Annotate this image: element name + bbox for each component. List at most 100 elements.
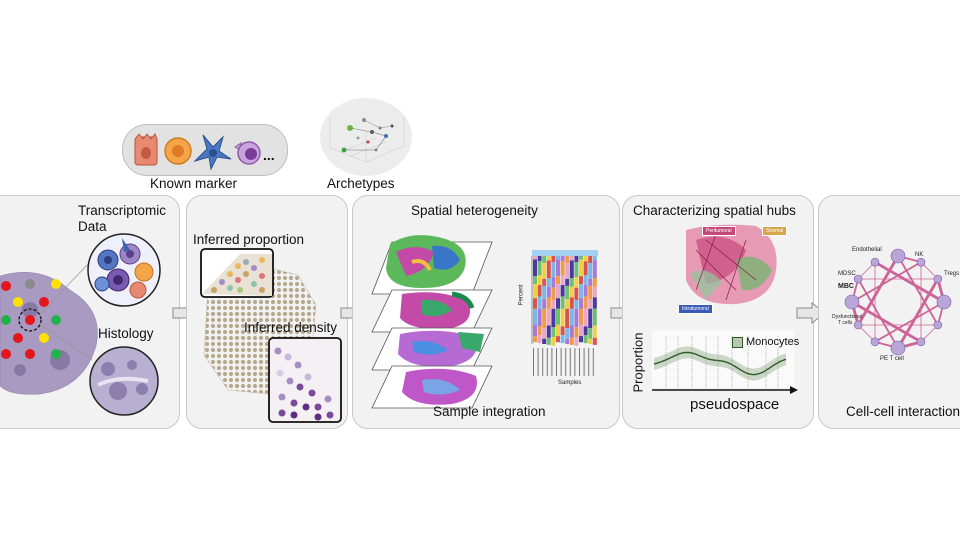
bar-segment: [593, 260, 597, 278]
bar-segment: [593, 278, 597, 287]
bar-segment: [565, 286, 569, 299]
epithelial-cell-icon: [135, 134, 157, 165]
bar-segment: [588, 279, 592, 286]
sample-tick: [565, 348, 566, 376]
archetypes-label: Archetypes: [327, 176, 395, 191]
network-node: [917, 338, 925, 346]
bar-segment: [584, 326, 588, 335]
bar-segment: [570, 326, 574, 338]
bar-segment: [538, 335, 542, 343]
bar-segment: [533, 284, 537, 298]
bar-segment: [565, 263, 569, 279]
bar-segment: [570, 278, 574, 287]
bar-segment: [561, 261, 565, 275]
slice-1: [372, 235, 492, 294]
bar-segment: [551, 327, 555, 337]
bar-segment: [538, 285, 542, 296]
bar-segment: [579, 325, 583, 336]
node-label-mdsc: MDSC: [838, 271, 856, 277]
bar-segment: [551, 309, 555, 327]
spatial-heterogeneity-title: Spatial heterogeneity: [411, 203, 538, 218]
slice-3: [372, 328, 492, 370]
bar-segment: [547, 309, 551, 326]
bar-segment: [570, 287, 574, 298]
bar-segment: [593, 287, 597, 298]
bar-segment: [561, 285, 565, 296]
sample-tick: [533, 348, 534, 376]
sample-tick: [579, 348, 580, 376]
bar-segment: [556, 325, 560, 336]
archetypes-bubble: [320, 98, 412, 176]
bar-segment: [565, 339, 569, 344]
sample-tick: [542, 348, 543, 376]
bar-segment: [574, 327, 578, 337]
bar-segment: [574, 277, 578, 288]
bar-segment: [542, 299, 546, 309]
bar-segment: [533, 276, 537, 284]
network-node: [891, 249, 905, 263]
bar-segment: [551, 337, 555, 346]
bar-segment: [538, 326, 542, 335]
bar-segment: [551, 300, 555, 309]
sample-tick: [551, 348, 552, 376]
sample-tick: [547, 348, 548, 376]
bar-segment: [584, 256, 588, 261]
bar-segment: [561, 326, 565, 335]
bar-segment: [538, 309, 542, 327]
bar-segment: [556, 309, 560, 325]
bar-segment: [542, 279, 546, 286]
network-node: [934, 321, 942, 329]
bar-segment: [556, 336, 560, 342]
sample-tick: [593, 348, 594, 376]
bar-segment: [533, 309, 537, 325]
bar-segment: [547, 338, 551, 345]
bar-segment: [588, 286, 592, 299]
cell-cell-interaction-label: Cell-cell interaction: [846, 404, 960, 419]
network-node: [871, 258, 879, 266]
network-node: [845, 295, 859, 309]
bar-segment: [588, 256, 592, 263]
bar-segment: [584, 285, 588, 296]
pseudospace-xlabel: pseudospace: [690, 396, 779, 413]
sample-tick: [556, 348, 557, 376]
bar-segment: [533, 260, 537, 277]
bar-segment: [565, 309, 569, 328]
bar-segment: [551, 288, 555, 300]
archetype-points: [342, 118, 394, 153]
bar-segment: [561, 309, 565, 327]
bar-segment: [565, 256, 569, 263]
peritumoral-tag: Peritumoral: [702, 226, 736, 236]
spatial-hubs-title: Characterizing spatial hubs: [633, 203, 796, 218]
sample-tick: [561, 348, 562, 376]
bar-segment: [565, 328, 569, 339]
bar-segment: [574, 300, 578, 309]
bar-segment: [579, 298, 583, 309]
stacked-tissue-slices: [372, 222, 522, 412]
bar-segment: [551, 262, 555, 277]
bar-segment: [588, 299, 592, 309]
bar-segment: [542, 263, 546, 279]
sample-integration-label: Sample integration: [433, 404, 546, 419]
network-node: [917, 258, 925, 266]
bar-segment: [551, 277, 555, 288]
bar-segment: [593, 297, 597, 308]
bar-segment: [538, 275, 542, 285]
slice-2: [372, 290, 492, 332]
bar-segment: [574, 262, 578, 277]
known-marker-label: Known marker: [150, 176, 237, 191]
bar-segment: [579, 284, 583, 298]
orange-cell-icon: [165, 138, 191, 164]
bar-segment: [547, 297, 551, 308]
dendritic-cell-icon: [195, 135, 231, 169]
bar-segment: [542, 309, 546, 328]
bar-segment: [574, 256, 578, 262]
monocytes-legend: Monocytes: [732, 336, 799, 348]
transcriptomic-circle: [86, 232, 162, 308]
bar-segment: [593, 326, 597, 338]
node-label-tregs: Tregs: [944, 271, 959, 277]
bar-segment: [574, 288, 578, 300]
bar-segment: [570, 297, 574, 308]
interaction-network: [836, 244, 960, 364]
sample-tick: [538, 348, 539, 376]
bar-segment: [579, 260, 583, 277]
